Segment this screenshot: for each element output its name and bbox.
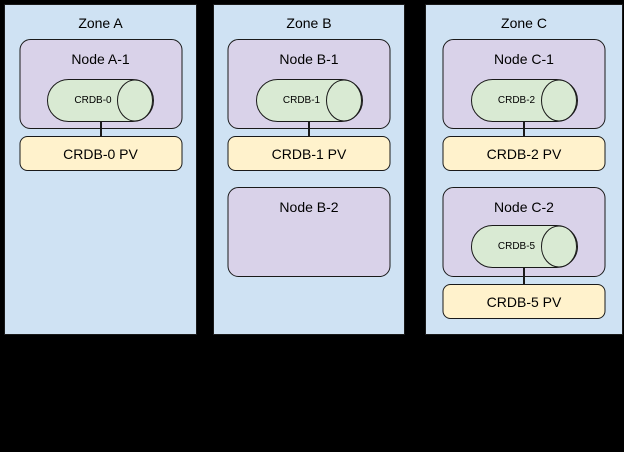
node-b1-title: Node B-1 [279,51,339,67]
zone-c: Zone C Node C-1 CRDB-2 CRDB-2 PV Node C-… [425,4,623,335]
node-c2-title: Node C-2 [494,199,554,215]
connector-node-c1-to-pv [523,121,525,137]
pv-c1-label: CRDB-2 PV [486,145,562,162]
pv-a1-box: CRDB-0 PV [19,136,182,171]
node-a1-box: Node A-1 CRDB-0 [19,39,182,129]
pv-c1-box: CRDB-2 PV [442,136,606,171]
zone-b-title: Zone B [286,15,332,31]
crdb-0-cylinder-label: CRDB-0 [74,95,112,106]
connector-node-a1-to-pv [99,121,102,137]
crdb-1-cylinder-icon: CRDB-1 [255,79,363,122]
pv-c2-box: CRDB-5 PV [442,284,606,319]
node-b2-title: Node B-2 [279,199,339,215]
zone-a: Zone A Node A-1 CRDB-0 CRDB-0 PV [4,4,197,335]
crdb-2-cylinder-icon: CRDB-2 [470,79,578,122]
pv-a1-label: CRDB-0 PV [63,145,138,162]
zone-c-title: Zone C [501,15,547,31]
pv-b1-label: CRDB-1 PV [271,145,347,162]
node-a1-title: Node A-1 [71,51,130,67]
crdb-1-cylinder-label: CRDB-1 [282,95,321,106]
connector-node-b1-to-pv [308,121,310,137]
pv-b1-box: CRDB-1 PV [227,136,391,171]
zone-b: Zone B Node B-1 CRDB-1 CRDB-1 PV Node B-… [213,4,405,335]
node-c1-box: Node C-1 CRDB-2 [442,39,606,129]
pv-c2-label: CRDB-5 PV [486,293,562,310]
node-b2-box: Node B-2 [227,187,391,277]
node-b1-box: Node B-1 CRDB-1 [227,39,391,129]
node-c1-title: Node C-1 [494,51,554,67]
connector-node-c2-to-pv [523,268,525,285]
zone-a-title: Zone A [78,15,123,31]
node-c2-box: Node C-2 CRDB-5 [442,187,606,277]
crdb-0-cylinder-icon: CRDB-0 [47,79,154,122]
crdb-2-cylinder-label: CRDB-2 [497,95,536,106]
crdb-5-cylinder-label: CRDB-5 [497,241,536,252]
crdb-5-cylinder-icon: CRDB-5 [470,225,578,268]
